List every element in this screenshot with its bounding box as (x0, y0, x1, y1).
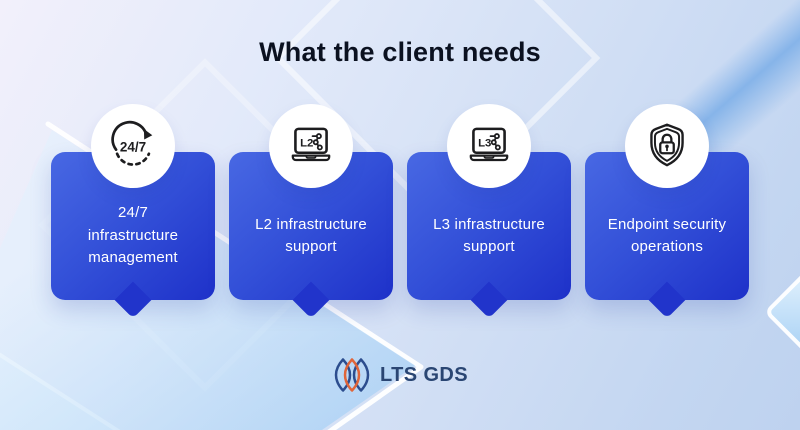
top-right-band (615, 0, 800, 210)
card-label-line: support (463, 238, 515, 255)
card-icon-badge: 24/7 (91, 104, 175, 188)
info-card-l2-infrastructure-support: L2 L2 infrastructure support (229, 104, 393, 319)
card-label-line: support (285, 238, 337, 255)
card-label: 24/7 infrastructure management (51, 152, 215, 300)
info-card-endpoint-security-operations: Endpoint security operations (585, 104, 749, 319)
card-icon-badge: L3 (447, 104, 531, 188)
logo-text: LTS GDS (380, 363, 468, 386)
24-7-clock-icon: 24/7 (111, 120, 153, 166)
card-icon-badge: L2 (269, 104, 353, 188)
info-card-24-7-infrastructure-management: 24/7 24/7 infrastructure management (51, 104, 215, 319)
laptop-screen-label: L2 (300, 138, 313, 150)
card-label-line: operations (630, 238, 704, 255)
laptop-l2-icon: L2 (291, 127, 331, 162)
lts-gds-logo-mark (334, 358, 370, 392)
card-label: L3 infrastructure support (407, 152, 571, 300)
cards-row: 24/7 24/7 infrastructure management L2 (51, 104, 749, 319)
card-label-line: L3 infrastructure (433, 215, 545, 233)
card-label-line: L2 infrastructure (255, 215, 367, 233)
card-icon-badge (625, 104, 709, 188)
card-label-line: Endpoint security (607, 215, 727, 233)
card-label-line: 24/7 (118, 204, 148, 222)
lts-gds-logo: LTS GDS (0, 356, 800, 394)
page-title: What the client needs (259, 37, 541, 67)
laptop-l3-icon: L3 (469, 127, 509, 162)
card-label: L2 infrastructure support (229, 152, 393, 300)
card-label: Endpoint security operations (585, 152, 749, 300)
corner-plate (767, 267, 800, 357)
icon-label: 24/7 (120, 140, 146, 155)
laptop-screen-label: L3 (478, 138, 491, 150)
info-card-l3-infrastructure-support: L3 L3 infrastructure support (407, 104, 571, 319)
shield-lock-icon (650, 123, 684, 167)
card-label-line: management (88, 249, 178, 267)
card-label-line: infrastructure (87, 226, 179, 244)
